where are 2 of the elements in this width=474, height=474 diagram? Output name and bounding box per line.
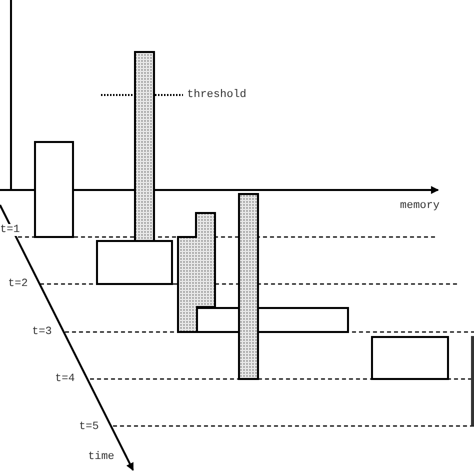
time-step-label: t=1 (0, 224, 20, 236)
axis-label: memory (400, 200, 440, 212)
